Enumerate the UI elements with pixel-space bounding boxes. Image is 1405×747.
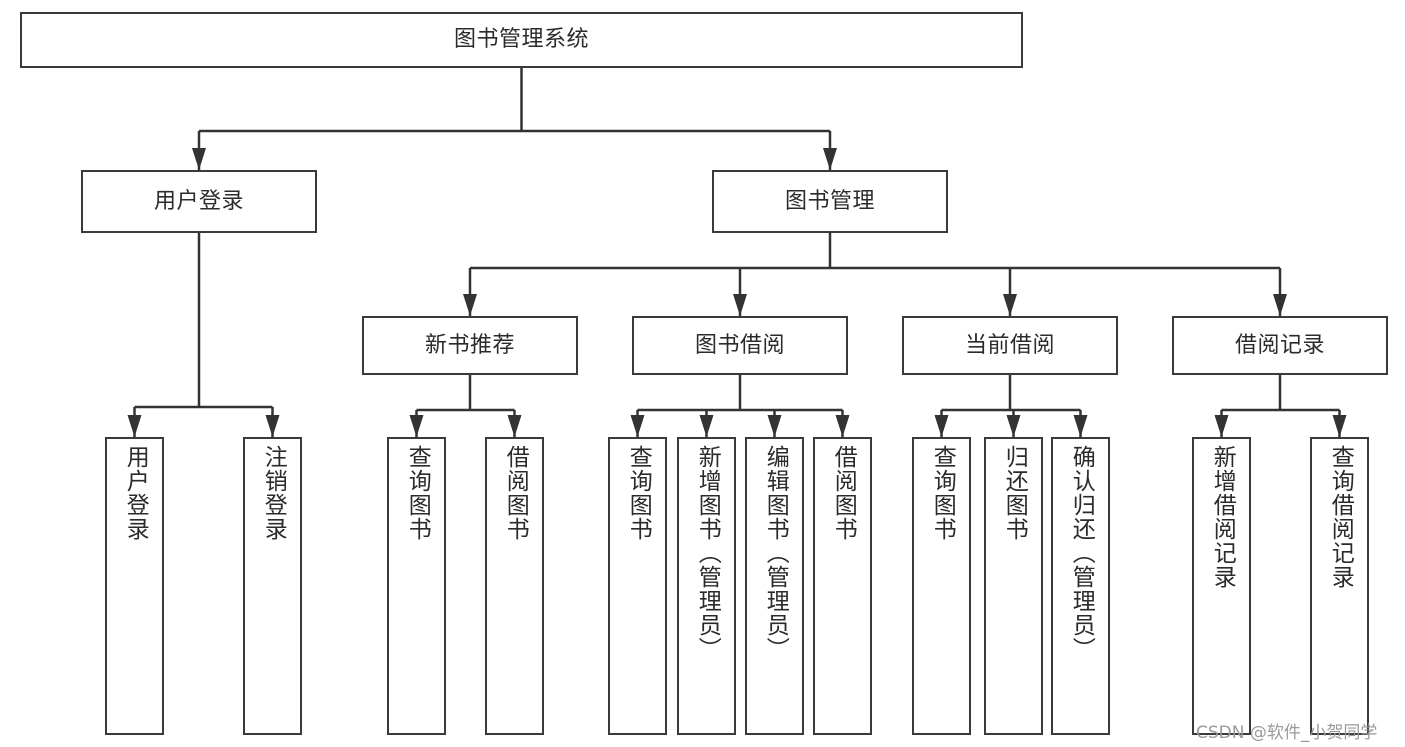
node-new-book-rec[interactable]: 新书推荐 xyxy=(362,316,578,375)
arrowhead-icon xyxy=(1214,415,1229,437)
arrowhead-icon xyxy=(507,415,522,437)
node-label: 查询图书 xyxy=(625,445,652,541)
arrowhead-icon xyxy=(733,294,747,316)
node-leaf-edit-book[interactable]: 编辑图书（管理员） xyxy=(745,437,804,735)
arrowhead-icon xyxy=(1332,415,1347,437)
node-label: 借阅图书 xyxy=(830,445,857,541)
node-leaf-confirm-return[interactable]: 确认归还（管理员） xyxy=(1051,437,1110,735)
csdn-watermark: CSDN @软件_小贺同学 xyxy=(1196,723,1378,743)
node-leaf-return-book[interactable]: 归还图书 xyxy=(984,437,1043,735)
arrowhead-icon xyxy=(463,294,477,316)
node-label: 注销登录 xyxy=(260,445,287,541)
node-label: 当前借阅 xyxy=(964,332,1055,358)
node-book-borrow[interactable]: 图书借阅 xyxy=(632,316,848,375)
node-book-manage[interactable]: 图书管理 xyxy=(712,170,948,233)
node-label: 用户登录 xyxy=(153,188,244,214)
arrowhead-icon xyxy=(1073,415,1088,437)
node-leaf-add-book[interactable]: 新增图书（管理员） xyxy=(677,437,736,735)
node-label: 新书推荐 xyxy=(424,332,515,358)
node-label: 查询图书 xyxy=(404,445,431,541)
arrowhead-icon xyxy=(767,415,782,437)
arrowhead-icon xyxy=(265,415,280,437)
node-leaf-query-record[interactable]: 查询借阅记录 xyxy=(1310,437,1369,735)
node-user-login[interactable]: 用户登录 xyxy=(81,170,317,233)
node-label: 查询图书 xyxy=(929,445,956,541)
node-leaf-user-login[interactable]: 用户登录 xyxy=(105,437,164,735)
node-label: 借阅图书 xyxy=(502,445,529,541)
arrowhead-icon xyxy=(1006,415,1021,437)
node-label: 图书管理 xyxy=(784,188,875,214)
arrowhead-icon xyxy=(409,415,424,437)
node-label: 图书管理系统 xyxy=(453,27,589,53)
node-leaf-query-book-1[interactable]: 查询图书 xyxy=(387,437,446,735)
node-current-borrow[interactable]: 当前借阅 xyxy=(902,316,1118,375)
node-label: 新增图书（管理员） xyxy=(694,445,721,661)
node-label: 借阅记录 xyxy=(1234,332,1325,358)
arrowhead-icon xyxy=(192,148,206,170)
arrowhead-icon xyxy=(1273,294,1287,316)
node-leaf-borrow-book-1[interactable]: 借阅图书 xyxy=(485,437,544,735)
arrowhead-icon xyxy=(127,415,142,437)
node-label: 归还图书 xyxy=(1001,445,1028,541)
arrowhead-icon xyxy=(1003,294,1017,316)
node-leaf-borrow-book-2[interactable]: 借阅图书 xyxy=(813,437,872,735)
node-leaf-logout[interactable]: 注销登录 xyxy=(243,437,302,735)
arrowhead-icon xyxy=(835,415,850,437)
node-leaf-query-book-2[interactable]: 查询图书 xyxy=(608,437,667,735)
node-label: 编辑图书（管理员） xyxy=(762,445,789,661)
node-borrow-record[interactable]: 借阅记录 xyxy=(1172,316,1388,375)
arrowhead-icon xyxy=(630,415,645,437)
node-leaf-add-record[interactable]: 新增借阅记录 xyxy=(1192,437,1251,735)
arrowhead-icon xyxy=(934,415,949,437)
node-root[interactable]: 图书管理系统 xyxy=(20,12,1023,68)
node-label: 图书借阅 xyxy=(694,332,785,358)
node-label: 查询借阅记录 xyxy=(1327,445,1354,589)
arrowhead-icon xyxy=(699,415,714,437)
arrowhead-icon xyxy=(823,148,837,170)
node-leaf-query-book-3[interactable]: 查询图书 xyxy=(912,437,971,735)
node-label: 新增借阅记录 xyxy=(1209,445,1236,589)
node-label: 确认归还（管理员） xyxy=(1068,445,1095,661)
node-label: 用户登录 xyxy=(122,445,149,541)
